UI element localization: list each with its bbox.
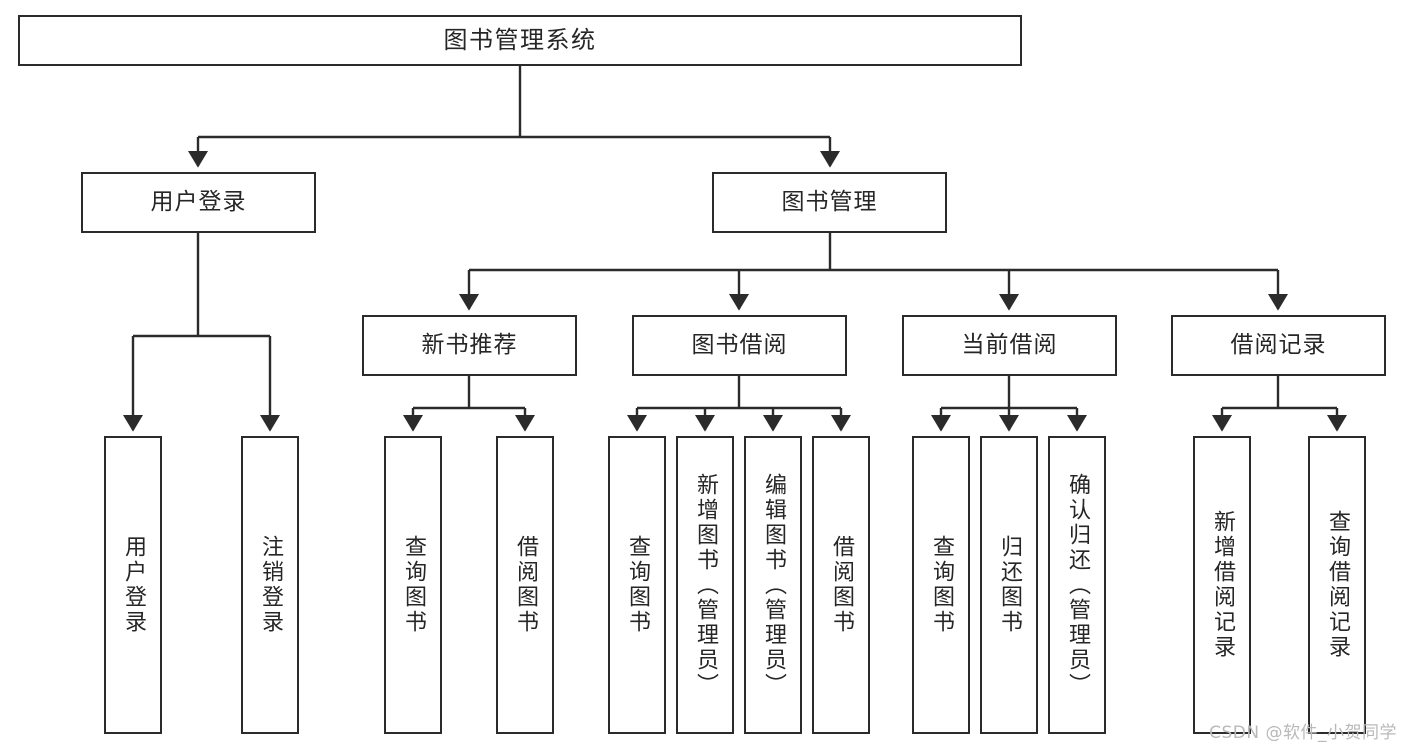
node-book-management-label: 图书管理: [781, 188, 878, 215]
node-leaf-query-borrow-record[interactable]: 查询借阅记录: [1308, 436, 1366, 734]
node-root-book-management-system[interactable]: 图书管理系统: [18, 15, 1022, 66]
node-new-book-recommend-label: 新书推荐: [421, 331, 518, 358]
node-book-management[interactable]: 图书管理: [712, 172, 947, 233]
node-borrow-record-label: 借阅记录: [1230, 331, 1327, 358]
node-leaf-add-borrow-record-label: 新增借阅记录: [1210, 510, 1235, 660]
node-leaf-query-book-borrow[interactable]: 查询图书: [608, 436, 666, 734]
node-leaf-add-book-admin-label: 新增图书（管理员）: [693, 472, 718, 698]
node-leaf-add-book-admin[interactable]: 新增图书（管理员）: [676, 436, 734, 734]
node-leaf-add-borrow-record[interactable]: 新增借阅记录: [1193, 436, 1251, 734]
node-root-label: 图书管理系统: [443, 26, 597, 55]
node-leaf-return-book[interactable]: 归还图书: [980, 436, 1038, 734]
node-current-borrow[interactable]: 当前借阅: [902, 315, 1117, 376]
node-leaf-logout[interactable]: 注销登录: [241, 436, 299, 734]
node-leaf-query-book-current-label: 查询图书: [929, 535, 954, 635]
node-user-login[interactable]: 用户登录: [81, 172, 316, 233]
node-leaf-borrow-book-recommend[interactable]: 借阅图书: [496, 436, 554, 734]
node-leaf-confirm-return-admin-label: 确认归还（管理员）: [1065, 472, 1090, 698]
node-user-login-label: 用户登录: [150, 188, 247, 215]
node-current-borrow-label: 当前借阅: [961, 331, 1058, 358]
node-book-borrow[interactable]: 图书借阅: [632, 315, 847, 376]
node-leaf-borrow-book-label: 借阅图书: [829, 535, 854, 635]
node-leaf-user-login[interactable]: 用户登录: [104, 436, 162, 734]
node-leaf-logout-label: 注销登录: [258, 535, 283, 635]
node-leaf-confirm-return-admin[interactable]: 确认归还（管理员）: [1048, 436, 1106, 734]
node-leaf-borrow-book[interactable]: 借阅图书: [812, 436, 870, 734]
node-leaf-query-book-recommend[interactable]: 查询图书: [384, 436, 442, 734]
node-leaf-query-book-recommend-label: 查询图书: [401, 535, 426, 635]
node-leaf-edit-book-admin-label: 编辑图书（管理员）: [761, 472, 786, 698]
node-book-borrow-label: 图书借阅: [691, 331, 788, 358]
node-leaf-query-borrow-record-label: 查询借阅记录: [1325, 510, 1350, 660]
node-leaf-borrow-book-recommend-label: 借阅图书: [513, 535, 538, 635]
node-leaf-query-book-current[interactable]: 查询图书: [912, 436, 970, 734]
node-borrow-record[interactable]: 借阅记录: [1171, 315, 1386, 376]
node-new-book-recommend[interactable]: 新书推荐: [362, 315, 577, 376]
watermark: CSDN @软件_小贺同学: [1209, 723, 1397, 743]
node-leaf-query-book-borrow-label: 查询图书: [625, 535, 650, 635]
node-leaf-edit-book-admin[interactable]: 编辑图书（管理员）: [744, 436, 802, 734]
node-leaf-user-login-label: 用户登录: [121, 535, 146, 635]
node-leaf-return-book-label: 归还图书: [997, 535, 1022, 635]
